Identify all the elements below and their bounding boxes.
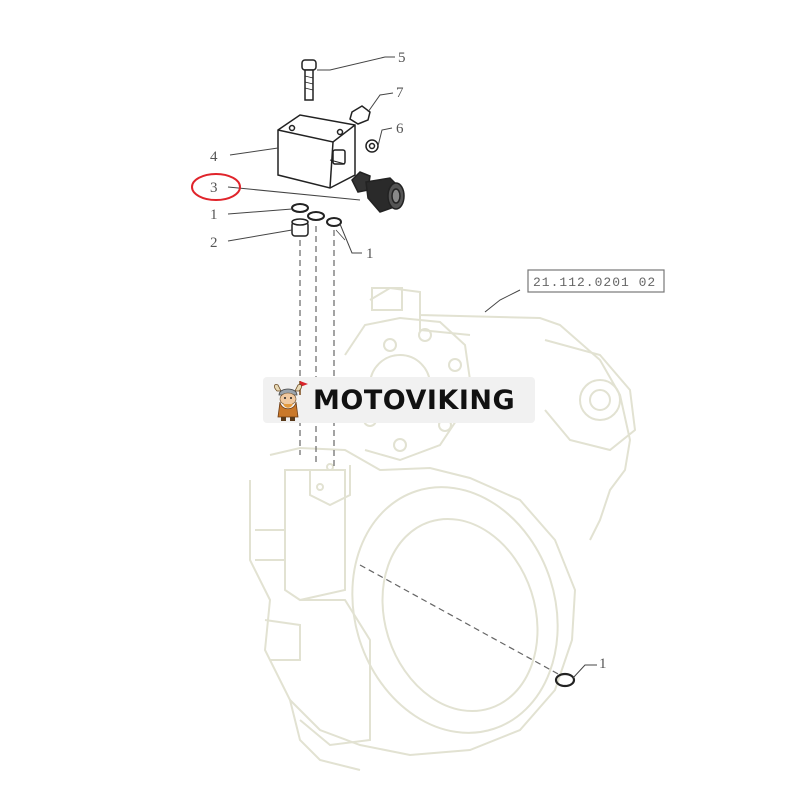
callout-labels: 5 7 6 4 3 1 2 1 1 <box>210 50 607 672</box>
callout-1-top: 1 <box>210 207 218 223</box>
sleeve-part <box>291 218 309 237</box>
brand-watermark: MOTOVIKING <box>263 377 535 423</box>
fitting-part <box>349 105 371 125</box>
callout-3: 3 <box>210 180 218 196</box>
brand-name: MOTOVIKING <box>313 384 516 416</box>
callout-1-right: 1 <box>366 246 374 262</box>
callout-7: 7 <box>396 85 404 101</box>
highlight-ring <box>191 173 241 201</box>
bolt-part <box>301 59 317 101</box>
reference-code-box: 21.112.0201 02 <box>527 269 665 293</box>
plug-part <box>365 139 379 153</box>
o-ring-parts <box>291 203 576 688</box>
solenoid-cartridge-part <box>351 171 405 213</box>
callout-1-bottom: 1 <box>599 656 607 672</box>
callout-6: 6 <box>396 121 404 137</box>
callout-2: 2 <box>210 235 218 251</box>
transmission-housing <box>249 286 637 771</box>
leader-lines <box>227 56 597 679</box>
callout-4: 4 <box>210 149 218 165</box>
viking-mascot-icon <box>274 381 308 421</box>
reference-code: 21.112.0201 02 <box>533 275 656 290</box>
callout-5: 5 <box>398 50 406 66</box>
assembly-lines <box>299 226 561 676</box>
valve-block-part <box>277 114 356 189</box>
valve-block-assembly <box>277 59 576 688</box>
